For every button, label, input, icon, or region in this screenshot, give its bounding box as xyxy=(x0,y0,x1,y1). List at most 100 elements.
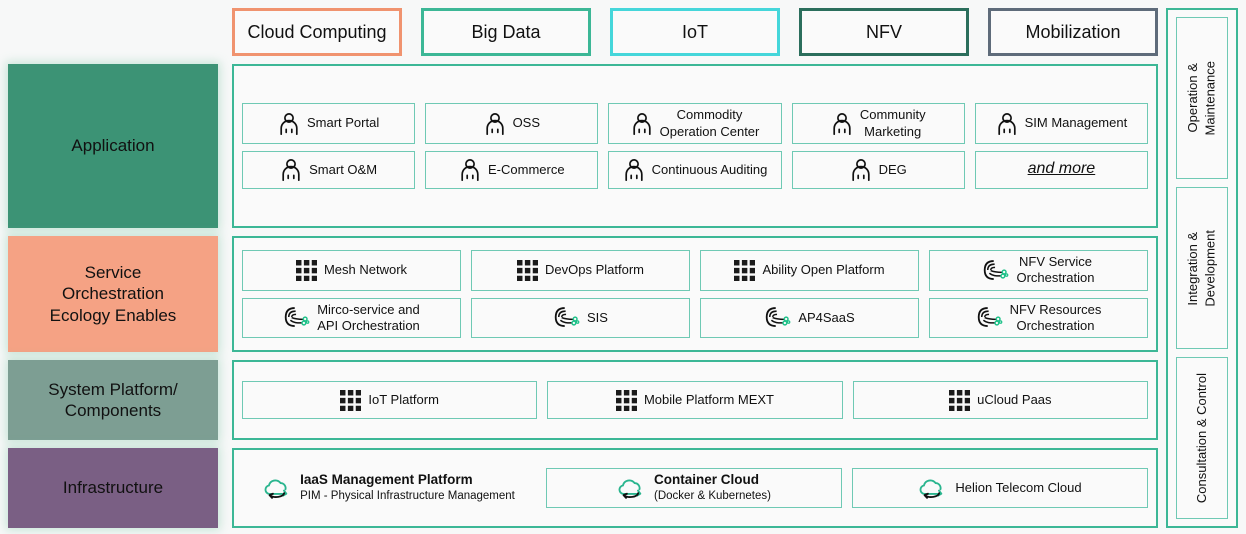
grid-dots-icon xyxy=(615,389,637,411)
card-sim-management[interactable]: SIM Management xyxy=(974,103,1149,144)
layer-label-text: System Platform/Components xyxy=(48,379,178,420)
card-label: Continuous Auditing xyxy=(651,161,768,177)
card-iot-platform[interactable]: IoT Platform xyxy=(242,381,538,419)
lifecycle-sidebar: Operation & Maintenance Integration & De… xyxy=(1166,8,1238,528)
card-e-commerce[interactable]: E-Commerce xyxy=(425,150,599,189)
sidebar-item-integration-development[interactable]: Integration & Development xyxy=(1176,187,1228,349)
tag-iot[interactable]: IoT xyxy=(610,8,780,56)
person-icon xyxy=(280,158,302,182)
person-icon xyxy=(484,112,506,136)
card-label: DevOps Platform xyxy=(545,262,644,278)
sidebar-item-consultation-control[interactable]: Consultation & Control xyxy=(1176,357,1228,519)
grid-dots-icon xyxy=(949,389,971,411)
tag-label: Big Data xyxy=(471,21,541,42)
layer-label-system-platform: System Platform/Components xyxy=(8,360,218,440)
card-continuous-auditing[interactable]: Continuous Auditing xyxy=(608,150,782,189)
card-label: DEG xyxy=(878,161,907,177)
card-label: SIM Management xyxy=(1024,115,1128,131)
orchestration-icon xyxy=(982,258,1009,283)
card-and-more[interactable]: and more xyxy=(974,150,1149,189)
layer-label-text: Application xyxy=(71,136,155,156)
card-label: Container Cloud xyxy=(654,472,760,488)
card-container-cloud[interactable]: Container Cloud(Docker & Kubernetes) xyxy=(546,468,842,508)
cloud-icon xyxy=(617,475,647,501)
tag-nfv[interactable]: NFV xyxy=(799,8,969,56)
sidebar-item-operation-maintenance[interactable]: Operation & Maintenance xyxy=(1176,17,1228,179)
tag-label: Cloud Computing xyxy=(247,21,387,42)
card-label: AP4SaaS xyxy=(798,309,855,325)
domain-tag-strip: Cloud Computing Big Data IoT NFV Mobiliz… xyxy=(8,8,1158,56)
card-label: Mobile Platform MEXT xyxy=(643,391,775,407)
card-label: IaaS Management Platform xyxy=(300,472,473,488)
card-oss[interactable]: OSS xyxy=(425,103,599,144)
card-row: Mesh Network DevOps Platform Ability Open … xyxy=(242,250,1148,291)
orchestration-icon xyxy=(976,305,1003,330)
card-mobile-platform-mext[interactable]: Mobile Platform MEXT xyxy=(547,381,843,419)
person-icon xyxy=(831,112,853,136)
card-mesh-network[interactable]: Mesh Network xyxy=(242,250,461,291)
tag-label: NFV xyxy=(866,21,902,42)
card-ap4saas[interactable]: AP4SaaS xyxy=(700,297,919,338)
card-label: IoT Platform xyxy=(368,391,439,407)
card-label-group: Container Cloud(Docker & Kubernetes) xyxy=(654,472,771,503)
card-label: Ability Open Platform xyxy=(762,262,885,278)
layer-stack: Cloud Computing Big Data IoT NFV Mobiliz… xyxy=(8,8,1158,528)
card-smart-o-m[interactable]: Smart O&M xyxy=(242,150,416,189)
card-ability-open-platform[interactable]: Ability Open Platform xyxy=(700,250,919,291)
layer-body-service-orchestration: Mesh Network DevOps Platform Ability Open … xyxy=(232,236,1158,352)
card-label: Smart O&M xyxy=(309,161,378,177)
card-label: OSS xyxy=(512,115,541,131)
grid-dots-icon xyxy=(295,259,317,281)
person-icon xyxy=(459,158,481,182)
card-helion-telecom-cloud[interactable]: Helion Telecom Cloud xyxy=(852,468,1148,508)
card-deg[interactable]: DEG xyxy=(791,150,965,189)
person-icon xyxy=(850,158,872,182)
person-icon xyxy=(996,112,1018,136)
card-label: Mesh Network xyxy=(323,262,408,278)
card-ucloud-paas[interactable]: uCloud Paas xyxy=(852,381,1148,419)
orchestration-icon xyxy=(283,305,310,330)
card-label: Helion Telecom Cloud xyxy=(955,479,1082,495)
person-icon xyxy=(278,112,300,136)
card-devops-platform[interactable]: DevOps Platform xyxy=(471,250,690,291)
card-label: SIS xyxy=(587,309,608,325)
card-label: and more xyxy=(1027,160,1096,178)
card-row: IoT Platform Mobile Platform MEXT uCloud P… xyxy=(242,381,1148,419)
card-sublabel: PIM - Physical Infrastructure Management xyxy=(300,490,515,503)
person-icon xyxy=(631,112,653,136)
orchestration-icon xyxy=(764,305,791,330)
card-smart-portal[interactable]: Smart Portal xyxy=(242,103,416,144)
cloud-icon xyxy=(918,475,948,501)
tag-big-data[interactable]: Big Data xyxy=(421,8,591,56)
domain-tags: Cloud Computing Big Data IoT NFV Mobiliz… xyxy=(232,8,1158,56)
layer-system-platform: System Platform/Components IoT Platform Mo… xyxy=(8,360,1158,440)
sidebar-item-label: Operation & Maintenance xyxy=(1185,60,1218,136)
tag-mobilization[interactable]: Mobilization xyxy=(988,8,1158,56)
card-label: uCloud Paas xyxy=(977,391,1052,407)
tag-cloud-computing[interactable]: Cloud Computing xyxy=(232,8,402,56)
person-icon xyxy=(623,158,645,182)
card-sis[interactable]: SIS xyxy=(471,297,690,338)
